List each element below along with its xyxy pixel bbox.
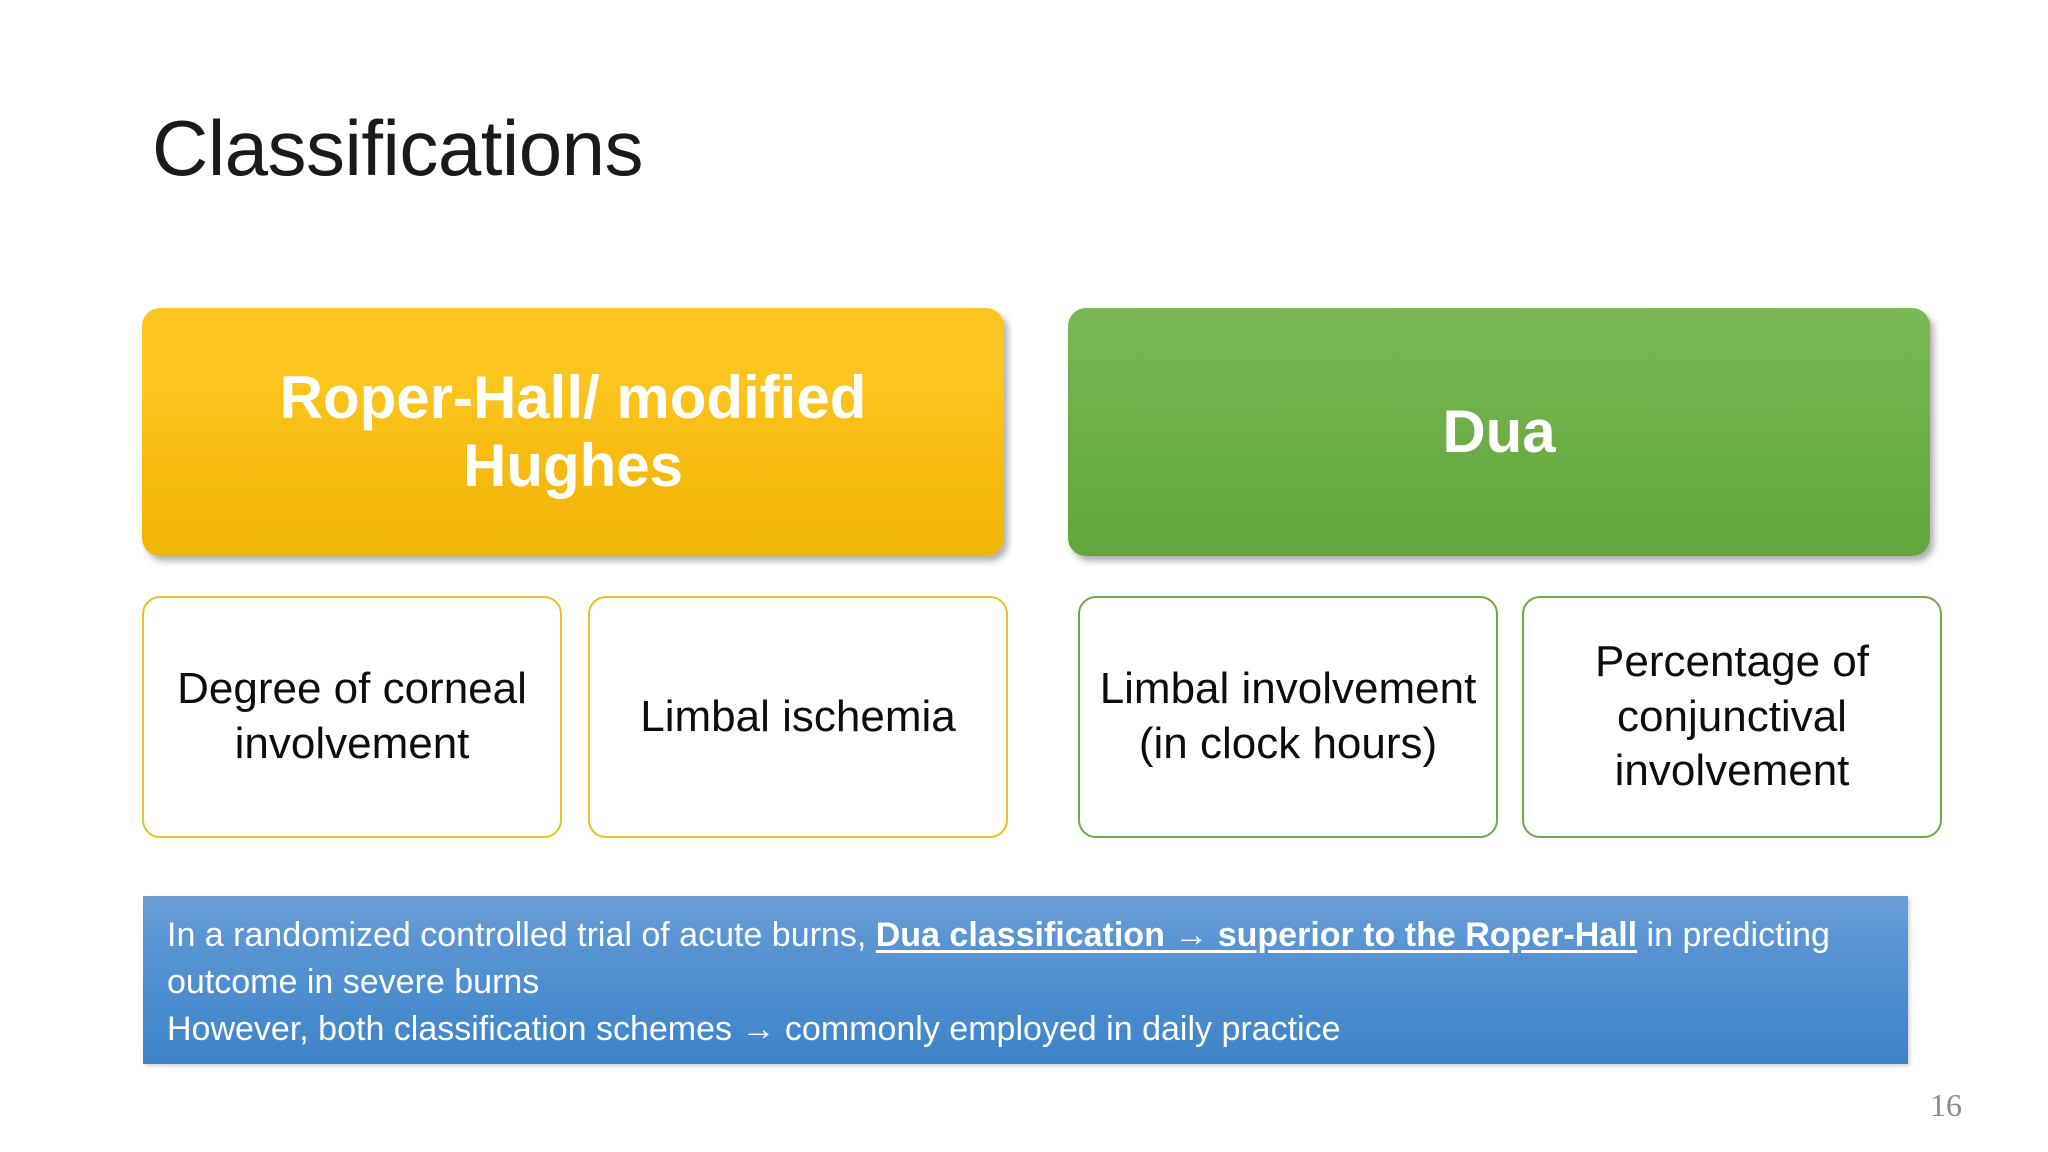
summary-callout: In a randomized controlled trial of acut… <box>143 896 1908 1064</box>
callout-line-1-prefix: In a randomized controlled trial of acut… <box>167 916 876 954</box>
criteria-label: Limbal ischemia <box>640 691 956 741</box>
criteria-box-percentage-conjunctival-involvement: Percentage of conjunctival involvement <box>1522 596 1942 838</box>
criteria-box-limbal-involvement: Limbal involvement (in clock hours) <box>1078 596 1498 838</box>
banner-dua-label: Dua <box>1442 397 1556 465</box>
banner-roper-hall-label: Roper-Hall/ modified Hughes <box>279 363 867 499</box>
banner-roper-hall: Roper-Hall/ modified Hughes <box>142 308 1004 556</box>
criteria-label: Degree of corneal involvement <box>177 664 527 768</box>
callout-line-2: outcome in severe burns <box>167 962 540 1001</box>
callout-line-1-suffix: in predicting <box>1637 916 1830 954</box>
criteria-label: Percentage of conjunctival involvement <box>1595 637 1869 796</box>
callout-emphasis-text: Dua classification → superior to the Rop… <box>875 916 1638 954</box>
banner-dua: Dua <box>1068 308 1930 556</box>
criteria-label: Limbal involvement (in clock hours) <box>1099 664 1477 768</box>
page-title: Classifications <box>152 104 644 192</box>
criteria-box-limbal-ischemia: Limbal ischemia <box>588 596 1008 838</box>
slide-page-number: 16 <box>1930 1087 1962 1123</box>
callout-line-1: In a randomized controlled trial of acut… <box>167 912 1884 959</box>
callout-line-3: However, both classification schemes → c… <box>167 1009 1341 1048</box>
criteria-box-degree-of-corneal-involvement: Degree of corneal involvement <box>142 596 562 838</box>
